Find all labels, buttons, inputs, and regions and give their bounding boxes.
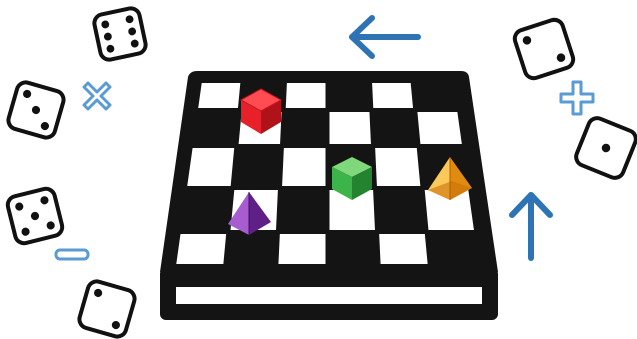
- minus-icon: [56, 250, 88, 259]
- arrow-up-icon: [512, 195, 550, 258]
- die-two-icon: [77, 279, 136, 338]
- board-square: [330, 112, 371, 144]
- arrow-left-icon: [352, 18, 418, 56]
- board-square: [286, 83, 326, 108]
- plus-icon: [561, 82, 593, 114]
- board-square: [176, 234, 226, 264]
- board-base-stripe: [176, 287, 482, 304]
- die-three-icon: [6, 80, 65, 139]
- multiply-icon: [84, 83, 110, 109]
- board-square: [375, 148, 420, 186]
- die-five-icon: [6, 187, 64, 245]
- die-six-icon: [93, 7, 148, 62]
- die-two-right-icon: [512, 17, 575, 80]
- board-square: [282, 148, 325, 186]
- board-square: [198, 83, 240, 108]
- board-square: [372, 83, 413, 108]
- die-one-icon: [573, 115, 637, 180]
- board-square: [187, 148, 234, 186]
- board-square: [379, 234, 427, 264]
- board-square: [278, 234, 325, 264]
- board-square: [417, 112, 461, 144]
